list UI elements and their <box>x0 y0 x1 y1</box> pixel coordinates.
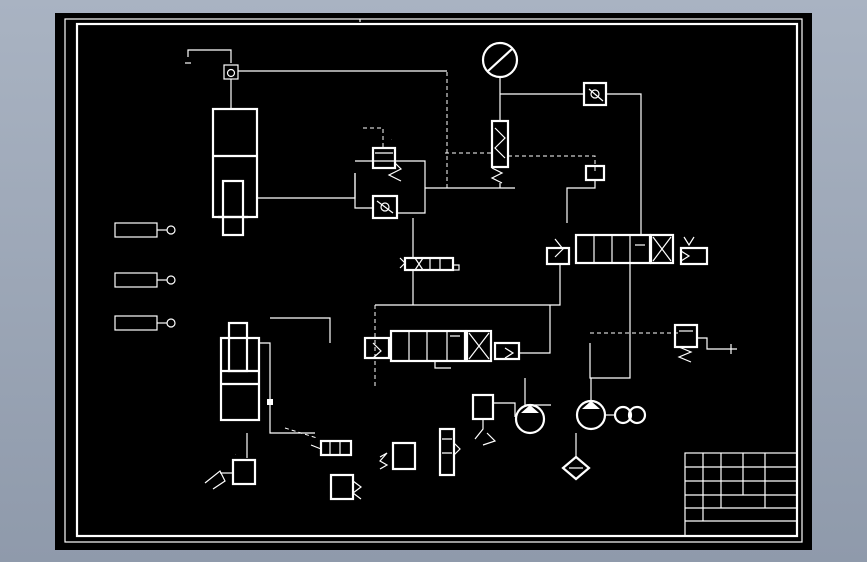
pump-2 <box>575 399 647 431</box>
outer-border <box>64 18 803 543</box>
actuator-box-3 <box>114 315 176 331</box>
svg-text:.: . <box>391 136 392 141</box>
pilot-relief-right <box>566 164 606 223</box>
pilot-check-pump <box>471 393 497 446</box>
valve-small-center <box>310 439 353 457</box>
svg-text:.: . <box>235 451 236 456</box>
check-valve-mid <box>371 194 399 220</box>
tank-symbol-top <box>185 49 232 64</box>
directional-valve-lower <box>363 329 521 363</box>
relief-valve-vertical <box>490 119 510 184</box>
drawing-canvas: . <box>55 13 812 550</box>
hydraulic-schematic: . <box>64 18 803 543</box>
filter <box>561 433 591 481</box>
check-valve-top-right <box>582 81 608 107</box>
valve-vertical-low <box>438 427 461 477</box>
title-block <box>684 452 798 537</box>
lower-cylinder <box>219 321 273 422</box>
relief-valve-right <box>673 323 737 363</box>
actuator-box-1 <box>114 222 176 238</box>
pilot-valve-low <box>329 473 362 501</box>
inner-border <box>75 22 799 538</box>
directional-valve-middle <box>399 256 460 272</box>
directional-valve-upper <box>545 233 709 266</box>
pilot-valve-upper: . <box>363 127 403 182</box>
pump-1 <box>514 403 546 435</box>
main-cylinder <box>211 107 259 237</box>
pressure-gauge <box>481 41 519 79</box>
check-valve-top-left <box>223 64 239 80</box>
actuator-box-2 <box>114 272 176 288</box>
throttle-valve: . <box>204 451 257 490</box>
relief-valve-low <box>379 441 417 471</box>
